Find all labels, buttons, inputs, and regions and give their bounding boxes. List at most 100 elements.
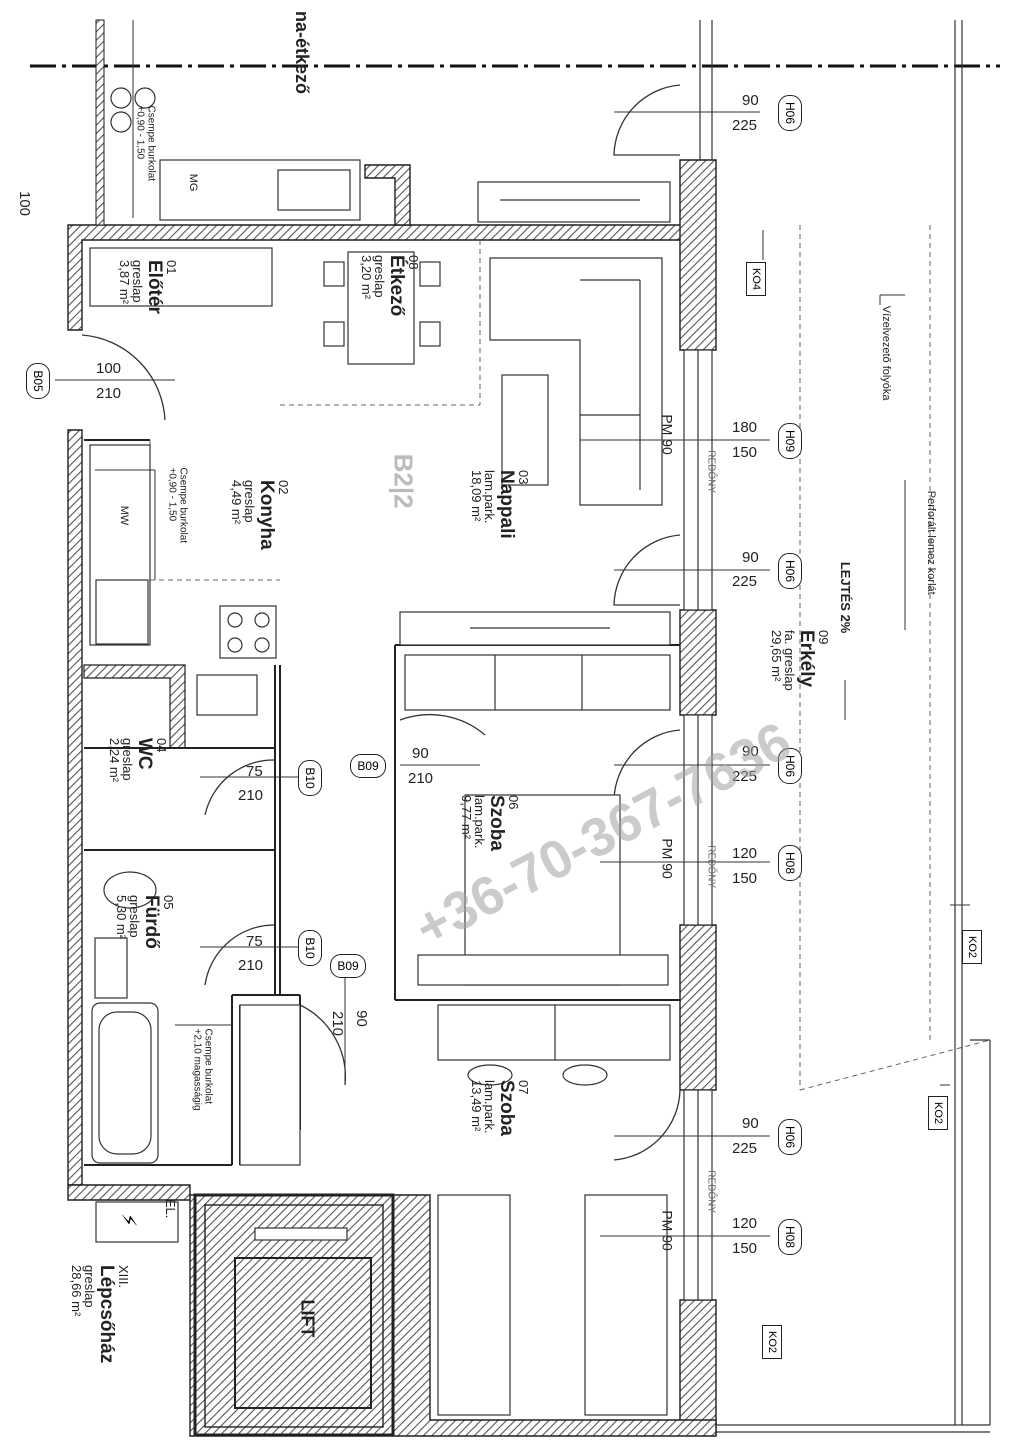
dim-h06b-height: 225	[732, 573, 758, 590]
dim-h08b-height: 150	[732, 1240, 758, 1257]
dim-h09-height: 150	[732, 444, 758, 461]
label-pm90-szoba06: PM 90	[659, 838, 676, 879]
dim-b10b-width: 75	[246, 933, 263, 950]
dim-h06a-height: 225	[732, 117, 758, 134]
label-vizelvezeto: Vízelvezető folyóka	[879, 305, 892, 401]
tag-h08-szoba06: H08	[778, 845, 802, 881]
label-b22: B2|2	[388, 453, 419, 509]
room-name: Étkező	[386, 255, 408, 317]
room-label-wc: 04 WC greslap 2,24 m²	[107, 738, 169, 838]
label-perforalt: Perforált lemez korlát	[924, 490, 937, 595]
room-number: 03	[516, 470, 531, 485]
tag-b09-szoba06: B09	[350, 754, 386, 778]
room-finish: greslap	[130, 260, 146, 303]
room-finish: lam.park.	[482, 470, 498, 524]
room-name: Erkély	[796, 630, 818, 688]
tag-b09-szoba07: B09	[330, 954, 366, 978]
note-csempe-3: Csempe burkolat +2,10 magasságig	[192, 1028, 214, 1149]
room-finish: greslap	[127, 895, 143, 938]
electric-icon: ⚡	[117, 1212, 142, 1228]
room-area: 13,49 m²	[468, 1080, 484, 1132]
room-finish: greslap	[120, 738, 136, 781]
room-number: 04	[154, 738, 169, 753]
room-name: Konyha	[256, 480, 278, 550]
label-el: EL.	[162, 1198, 178, 1219]
tag-h09: H09	[778, 423, 802, 459]
dim-h08a-height: 150	[732, 870, 758, 887]
room-finish: greslap	[82, 1265, 98, 1308]
dim-b09b-height: 210	[329, 1010, 347, 1037]
room-label-nappali: 03 Nappali lam.park. 18,09 m²	[468, 470, 531, 590]
label-redony-2: REDŐNY	[705, 845, 717, 889]
note-csempe-2-title: Csempe burkolat	[177, 467, 189, 544]
dim-h06d-width: 90	[742, 1115, 759, 1132]
note-csempe-2-range: +0,90 - 1,50	[167, 467, 178, 522]
tag-h06-nappali: H06	[778, 553, 802, 589]
label-ko2-right: KO2	[962, 930, 982, 964]
dim-b05-width: 100	[96, 360, 122, 377]
tag-h08-szoba07: H08	[778, 1219, 802, 1255]
room-label-eloter: 01 Előtér greslap 3,87 m²	[117, 260, 179, 380]
tag-b10-furdo: B10	[298, 930, 322, 966]
note-csempe-1-range: +0,90 - 1,50	[135, 105, 146, 160]
room-finish: greslap	[372, 255, 388, 298]
tag-h06-top: H06	[778, 95, 802, 131]
note-csempe-3-range: +2,10 magasságig	[192, 1028, 203, 1111]
dim-b09a-width: 90	[412, 745, 429, 762]
dim-h06c-height: 225	[732, 768, 758, 785]
tag-h06-szoba07: H06	[778, 1119, 802, 1155]
dim-h08b-width: 120	[732, 1215, 758, 1232]
note-csempe-3-title: Csempe burkolat	[202, 1028, 214, 1105]
room-area: 28,66 m²	[68, 1265, 84, 1317]
room-number: 07	[516, 1080, 531, 1095]
dim-left-edge: 100	[16, 190, 34, 217]
room-name: Fürdő	[141, 895, 163, 949]
note-csempe-2: Csempe burkolat +0,90 - 1,50	[167, 467, 189, 578]
room-area: 4,49 m²	[228, 480, 244, 525]
label-redony-3: REDŐNY	[705, 1170, 717, 1214]
note-csempe-1-title: Csempe burkolat	[145, 105, 157, 182]
room-finish: fa. greslap	[782, 630, 798, 691]
tag-b10-wc: B10	[298, 760, 322, 796]
room-name: Lépcsőház	[96, 1265, 118, 1364]
room-area: 2,24 m²	[106, 738, 122, 783]
room-area: 5,30 m²	[113, 895, 129, 940]
dim-h06a-width: 90	[742, 92, 759, 109]
room-number: 02	[276, 480, 291, 495]
room-area: 3,20 m²	[358, 255, 374, 300]
room-number: 08	[406, 255, 421, 270]
dim-b10b-height: 210	[238, 957, 264, 974]
label-ko2-mid: KO2	[928, 1096, 948, 1130]
room-name: Nappali	[496, 470, 518, 539]
room-number: 09	[816, 630, 831, 645]
room-finish: greslap	[242, 480, 258, 523]
dim-h08a-width: 120	[732, 845, 758, 862]
dim-b10a-height: 210	[238, 787, 264, 804]
room-label-szoba07: 07 Szoba lam.park. 13,49 m²	[468, 1080, 531, 1200]
label-mg: MG	[186, 173, 199, 192]
room-number: 05	[161, 895, 176, 910]
room-area: 18,09 m²	[468, 470, 484, 522]
dim-h09-width: 180	[732, 419, 758, 436]
dim-b05-height: 210	[96, 385, 122, 402]
dim-b09a-height: 210	[408, 770, 434, 787]
label-pm90-szoba07: PM 90	[659, 1210, 676, 1251]
room-finish: lam.park.	[482, 1080, 498, 1134]
room-label-etkezo: 08 Étkező greslap 3,20 m²	[358, 255, 421, 375]
room-label-furdo: 05 Fürdő greslap 5,30 m²	[113, 895, 176, 1005]
label-lift: LIFT	[297, 1299, 318, 1338]
room-label-lepcsohaz: XIII. Lépcsőház greslap 28,66 m²	[68, 1265, 131, 1395]
room-name: Előtér	[144, 260, 166, 314]
room-name: Szoba	[496, 1080, 518, 1136]
room-label-konyha: 02 Konyha greslap 4,49 m²	[228, 480, 291, 600]
room-number: XIII.	[116, 1265, 131, 1289]
label-lejtes: LEJTÉS 2%	[837, 561, 853, 634]
dim-h06b-width: 90	[742, 549, 759, 566]
dim-h06c-width: 90	[742, 743, 759, 760]
label-redony-1: REDŐNY	[705, 450, 717, 494]
dim-b10a-width: 75	[246, 763, 263, 780]
room-name: WC	[134, 738, 156, 770]
tag-b05: B05	[26, 363, 50, 399]
room-number: 01	[164, 260, 179, 275]
